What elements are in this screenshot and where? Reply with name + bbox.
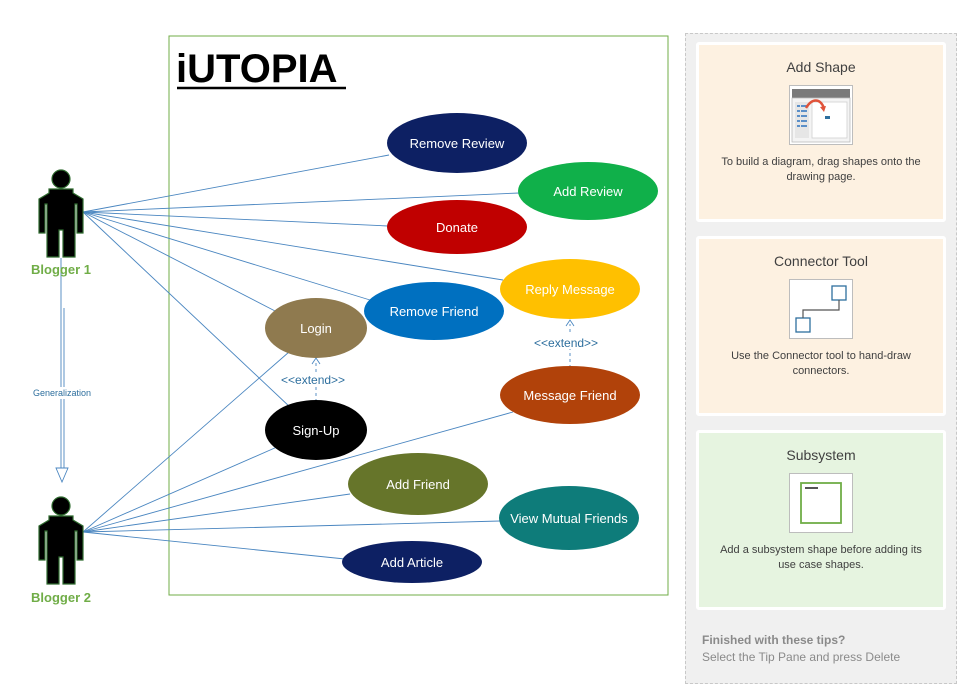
use-case-sign-up[interactable]: Sign-Up [265, 400, 367, 460]
assoc-b1-reply-message[interactable] [82, 211, 504, 281]
generalization-label: Generalization [33, 388, 91, 398]
assoc-b1-add-review[interactable] [82, 192, 520, 213]
tip-card-add-shape[interactable]: Add Shape To build a diagram, drag s [696, 42, 946, 222]
assoc-b1-login[interactable] [82, 211, 278, 313]
use-case-add-article[interactable]: Add Article [342, 541, 482, 583]
use-case-label: Remove Friend [390, 304, 479, 319]
use-case-label: Add Friend [386, 477, 450, 492]
tip-description: Use the Connector tool to hand-draw conn… [731, 350, 911, 377]
extend-arrowhead [565, 319, 575, 327]
tip-card-connector-tool[interactable]: Connector Tool Use the Connector tool to… [696, 236, 946, 416]
diagram-title[interactable]: iUTOPIA [176, 47, 338, 91]
tip-footer-heading: Finished with these tips? [702, 633, 846, 647]
assoc-b1-sign-up[interactable] [82, 211, 292, 409]
use-case-label: View Mutual Friends [510, 511, 628, 526]
assoc-b2-login[interactable] [82, 351, 290, 533]
assoc-b2-message-friend[interactable] [82, 411, 514, 533]
actor-blogger1[interactable]: Blogger 1 [31, 169, 91, 277]
use-case-label: Message Friend [523, 388, 616, 403]
associations-blogger1 [82, 154, 520, 409]
use-case-add-review[interactable]: Add Review [518, 162, 658, 220]
add-shape-icon [789, 85, 853, 145]
assoc-b1-remove-review[interactable] [82, 154, 390, 213]
actor-blogger2[interactable]: Blogger 2 [31, 496, 91, 605]
use-case-remove-friend[interactable]: Remove Friend [364, 282, 504, 340]
use-case-label: Donate [436, 220, 478, 235]
use-case-reply-message[interactable]: Reply Message [500, 259, 640, 319]
use-case-view-mutual-friends[interactable]: View Mutual Friends [499, 486, 639, 550]
assoc-b1-donate[interactable] [82, 211, 389, 227]
tip-pane[interactable]: Add Shape To build a diagram, drag s [685, 33, 957, 684]
tip-title: Add Shape [786, 59, 856, 75]
generalization-arrowhead [55, 467, 69, 484]
use-case-label: Remove Review [410, 136, 505, 151]
subsystem-boundary[interactable] [168, 35, 669, 596]
use-case-label: Reply Message [525, 282, 615, 297]
use-case-login[interactable]: Login [265, 298, 367, 358]
actor-label: Blogger 1 [31, 262, 91, 277]
tip-card-subsystem[interactable]: Subsystem Add a subsystem shape before a… [696, 430, 946, 610]
use-case-label: Login [300, 321, 332, 336]
assoc-b2-view-mutual-friends[interactable] [82, 520, 501, 533]
subsystem-icon [789, 473, 853, 533]
extend-message-reply[interactable] [533, 319, 607, 368]
tip-title: Connector Tool [774, 253, 868, 269]
assoc-b2-add-friend[interactable] [82, 493, 351, 533]
tip-title: Subsystem [786, 447, 856, 463]
assoc-b2-sign-up[interactable] [82, 446, 278, 533]
use-case-label: Add Article [381, 555, 443, 570]
connector-tool-icon [789, 279, 853, 339]
use-case-remove-review[interactable]: Remove Review [387, 113, 527, 173]
use-case-label: Add Review [553, 184, 623, 199]
tip-footer: Finished with these tips? Select the Tip… [702, 632, 900, 666]
actor-label: Blogger 2 [31, 590, 91, 605]
use-case-message-friend[interactable]: Message Friend [500, 366, 640, 424]
tip-description: To build a diagram, drag shapes onto the… [721, 156, 921, 183]
associations-blogger2 [82, 351, 514, 560]
use-case-donate[interactable]: Donate [387, 200, 527, 254]
generalization-connector[interactable] [30, 258, 94, 484]
use-case-label: Sign-Up [293, 423, 340, 438]
tip-description: Add a subsystem shape before adding its … [720, 544, 922, 571]
tip-footer-instruction: Select the Tip Pane and press Delete [702, 650, 901, 664]
assoc-b1-remove-friend[interactable] [82, 211, 371, 301]
assoc-b2-add-article[interactable] [82, 531, 346, 560]
extend-label-reply: <<extend>> [534, 336, 598, 350]
use-case-add-friend[interactable]: Add Friend [348, 453, 488, 515]
extend-label-login: <<extend>> [281, 373, 345, 387]
